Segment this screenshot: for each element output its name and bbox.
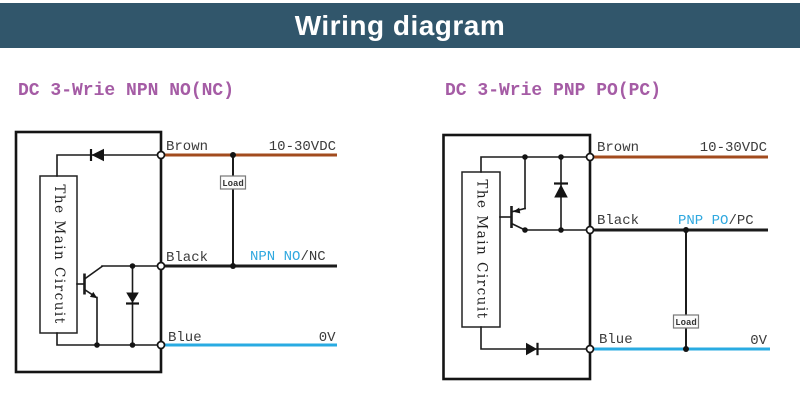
terminal-brown	[156, 150, 166, 160]
clamp-diode-icon	[126, 265, 139, 346]
terminal-black	[156, 261, 166, 271]
sensor-outline-box	[14, 130, 163, 374]
wire-label-brown: Brown	[597, 140, 639, 156]
emitter-arrow	[513, 207, 521, 214]
emitter-arrow	[89, 291, 98, 299]
terminal-blue	[585, 344, 595, 354]
main-circuit-box	[39, 175, 78, 334]
output-type-highlight: NPN NO	[250, 249, 300, 265]
transistor-collector	[83, 265, 104, 281]
internal-brown-feed-line	[480, 156, 591, 173]
internal-blue-feed-line	[56, 332, 162, 346]
zero-volt-label: 0V	[319, 330, 336, 346]
diode-triangle	[91, 148, 104, 162]
main-circuit-box	[461, 171, 501, 328]
diode-triangle	[126, 292, 139, 303]
reverse-protection-diode-icon	[526, 342, 539, 356]
reverse-protection-diode-icon	[89, 148, 104, 162]
internal-blue-feed-line	[480, 326, 591, 350]
output-type-rest: /PC	[729, 213, 754, 229]
terminal-brown	[585, 152, 595, 162]
npn-transistor-icon	[76, 265, 104, 299]
sensor-outline-box	[442, 133, 592, 381]
heading-npn: DC 3-Wrie NPN NO(NC)	[18, 81, 235, 101]
zero-volt-label: 0V	[750, 333, 767, 349]
pnp-transistor-icon	[499, 206, 527, 232]
junction-dot	[230, 152, 236, 158]
junction-dot	[230, 263, 236, 269]
voltage-label: 10-30VDC	[269, 139, 336, 155]
wire-label-black: Black	[597, 213, 639, 229]
internal-brown-feed-line	[56, 154, 162, 177]
clamp-diode-icon	[554, 156, 568, 231]
junction-dot	[522, 154, 528, 160]
junction-dot	[129, 342, 136, 348]
diode-triangle	[526, 342, 537, 356]
wire-label-brown: Brown	[166, 139, 208, 155]
heading-pnp: DC 3-Wrie PNP PO(PC)	[445, 81, 662, 101]
diagram-pnp: The Main Circuit	[442, 133, 770, 381]
junction-dot	[94, 342, 100, 348]
wire-label-black: Black	[166, 250, 208, 266]
terminal-blue	[156, 340, 166, 350]
wire-label-blue: Blue	[599, 332, 633, 348]
voltage-label: 10-30VDC	[700, 140, 767, 156]
terminal-black	[585, 225, 595, 235]
junction-dot	[683, 227, 689, 233]
output-type-rest: /NC	[301, 249, 326, 265]
junction-dot	[129, 263, 136, 269]
wire-label-blue: Blue	[168, 330, 202, 346]
diode-triangle	[554, 184, 568, 198]
junction-dot	[683, 346, 689, 352]
junction-dot	[558, 154, 564, 160]
junction-dot	[522, 227, 528, 233]
load-box	[219, 175, 247, 190]
page-title: Wiring diagram	[294, 9, 506, 41]
main-circuit-label: The Main Circuit	[474, 179, 490, 319]
diagram-npn: The Main Circuit	[14, 130, 337, 374]
junction-dot	[558, 227, 564, 233]
title-bar: Wiring diagram	[0, 3, 800, 48]
load-box	[672, 314, 700, 329]
output-type-highlight: PNP PO	[678, 213, 728, 229]
main-circuit-label: The Main Circuit	[51, 184, 67, 324]
load-label: Load	[675, 318, 697, 328]
load-label: Load	[222, 179, 244, 189]
